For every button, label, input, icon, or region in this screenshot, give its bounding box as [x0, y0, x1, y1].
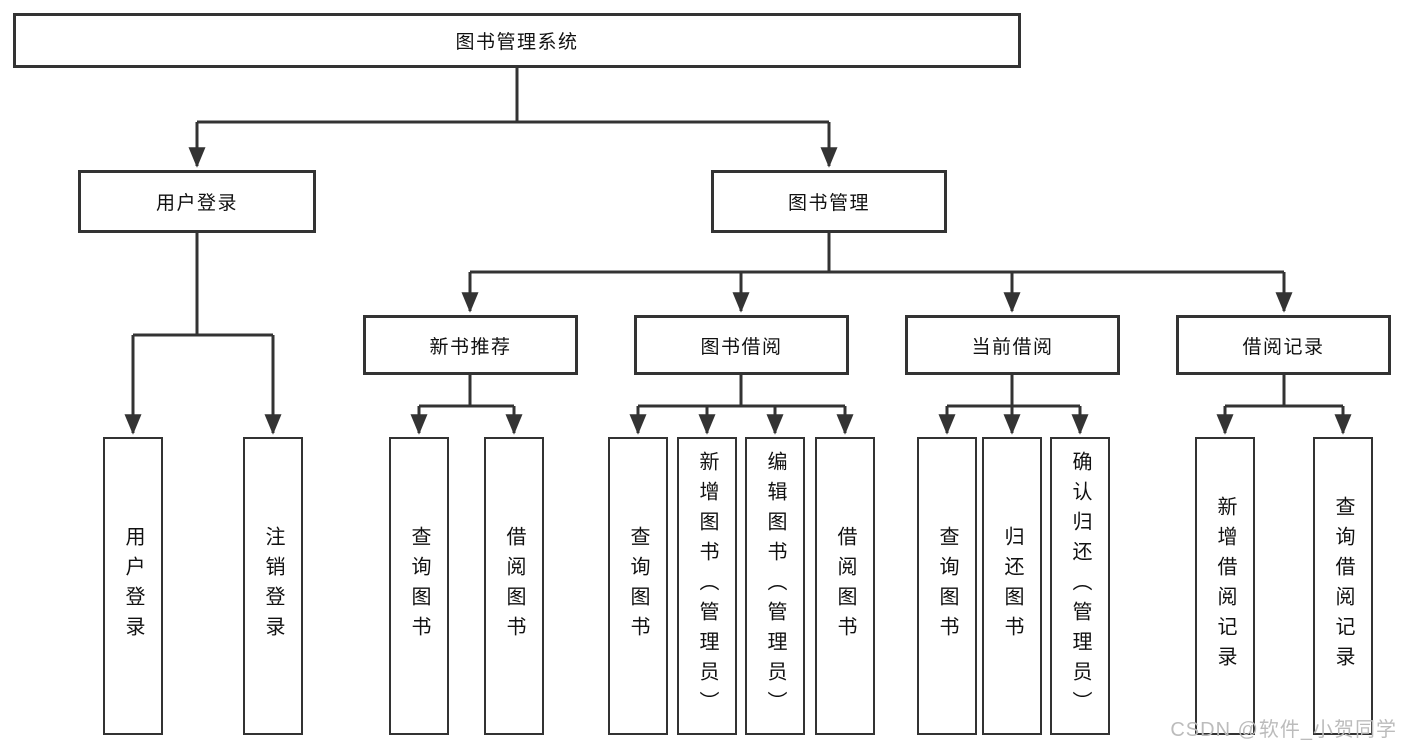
node-label: 确认归还（管理员） — [1069, 451, 1091, 721]
node-current-borrowing: 当前借阅 — [905, 315, 1120, 375]
node-label: 新增图书（管理员） — [696, 451, 718, 721]
leaf-confirm-return-admin: 确认归还（管理员） — [1050, 437, 1110, 735]
node-label: 编辑图书（管理员） — [764, 451, 786, 721]
leaf-add-books-admin: 新增图书（管理员） — [677, 437, 737, 735]
node-book-management: 图书管理 — [711, 170, 947, 233]
node-label: 注销登录 — [262, 526, 284, 646]
node-label: 查询图书 — [408, 526, 430, 646]
node-label: 新书推荐 — [429, 336, 512, 358]
node-label: 查询借阅记录 — [1332, 496, 1354, 676]
leaf-edit-books-admin: 编辑图书（管理员） — [745, 437, 805, 735]
node-user-login: 用户登录 — [78, 170, 316, 233]
node-label: 借阅图书 — [834, 526, 856, 646]
leaf-borrow-books-recommend: 借阅图书 — [484, 437, 544, 735]
node-label: 图书管理 — [787, 193, 870, 214]
leaf-borrow-books-borrowing: 借阅图书 — [815, 437, 875, 735]
node-new-book-recommendation: 新书推荐 — [363, 315, 578, 375]
leaf-query-books-current: 查询图书 — [917, 437, 977, 735]
leaf-return-books: 归还图书 — [982, 437, 1042, 735]
node-borrowing-records: 借阅记录 — [1176, 315, 1391, 375]
leaf-user-login: 用户登录 — [103, 437, 163, 735]
node-label: 当前借阅 — [971, 336, 1054, 358]
node-label: 查询图书 — [936, 526, 958, 646]
node-label: 用户登录 — [155, 193, 238, 214]
node-library-system: 图书管理系统 — [13, 13, 1021, 68]
node-label: 新增借阅记录 — [1214, 496, 1236, 676]
node-label: 用户登录 — [122, 526, 144, 646]
leaf-logout: 注销登录 — [243, 437, 303, 735]
node-label: 图书管理系统 — [455, 32, 579, 53]
csdn-watermark: CSDN @软件_小贺同学 — [1170, 719, 1397, 741]
leaf-add-borrow-record: 新增借阅记录 — [1195, 437, 1255, 735]
node-book-borrowing: 图书借阅 — [634, 315, 849, 375]
leaf-query-books-recommend: 查询图书 — [389, 437, 449, 735]
leaf-query-books-borrowing: 查询图书 — [608, 437, 668, 735]
node-label: 归还图书 — [1001, 526, 1023, 646]
node-label: 查询图书 — [627, 526, 649, 646]
node-label: 图书借阅 — [700, 336, 783, 358]
node-label: 借阅图书 — [503, 526, 525, 646]
leaf-query-borrow-record: 查询借阅记录 — [1313, 437, 1373, 735]
node-label: 借阅记录 — [1242, 336, 1325, 358]
